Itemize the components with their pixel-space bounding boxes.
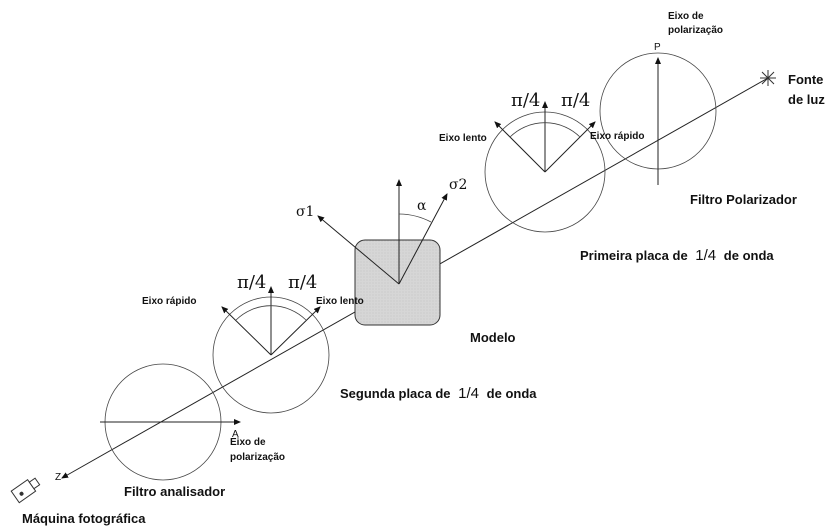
first-plate-prefix: Primeira placa de	[580, 248, 688, 263]
second-plate-prefix: Segunda placa de	[340, 386, 451, 401]
label-polarization-axis-bottom-2: polarização	[230, 452, 285, 463]
label-filtro-polarizador: Filtro Polarizador	[690, 192, 797, 207]
label-second-slow-axis: Eixo lento	[316, 296, 364, 307]
label-fonte: Fonte	[788, 72, 823, 87]
label-pi4-second-right: π/4	[288, 272, 317, 293]
label-a-axis: A	[232, 429, 239, 440]
label-alpha: α	[417, 198, 427, 214]
first-plate-slow-axis	[494, 121, 546, 173]
label-pi4-second-left: π/4	[237, 272, 266, 293]
label-pi4-first-right: π/4	[561, 90, 590, 111]
alpha-arc	[398, 213, 432, 223]
first-plate-quarter: 1/4	[695, 247, 716, 264]
second-plate-suffix: de onda	[487, 386, 538, 401]
light-source-icon	[760, 70, 776, 86]
label-polarization-axis-top-2: polarização	[668, 25, 723, 36]
second-plate-slow-axis	[270, 306, 321, 356]
second-plate-angle-arc	[235, 305, 307, 321]
first-plate-fast-axis	[544, 121, 596, 173]
first-plate-suffix: de onda	[724, 248, 775, 263]
label-second-plate: Segunda placa de 1/4 de onda	[340, 385, 537, 402]
sigma2-axis	[398, 193, 448, 285]
label-polarization-axis-top-1: Eixo de	[668, 11, 704, 22]
label-sigma2: σ2	[449, 177, 467, 193]
second-plate-fast-axis	[221, 306, 272, 356]
label-p-axis: P	[654, 42, 661, 53]
label-first-fast-axis: Eixo rápido	[590, 131, 644, 142]
label-z-axis: Z	[55, 472, 61, 483]
label-second-fast-axis: Eixo rápido	[142, 296, 196, 307]
label-maquina-fotografica: Máquina fotográfica	[22, 511, 146, 526]
first-plate-angle-arc	[509, 122, 581, 138]
label-de-luz: de luz	[788, 92, 825, 107]
second-plate-quarter: 1/4	[458, 385, 479, 402]
label-polarization-axis-bottom-1: Eixo de	[230, 437, 266, 448]
label-modelo: Modelo	[470, 330, 516, 345]
label-first-slow-axis: Eixo lento	[439, 133, 487, 144]
sigma1-axis	[317, 215, 400, 285]
camera-icon	[10, 477, 41, 504]
label-pi4-first-left: π/4	[511, 90, 540, 111]
label-sigma1: σ1	[296, 204, 314, 220]
label-filtro-analisador: Filtro analisador	[124, 484, 225, 499]
label-first-plate: Primeira placa de 1/4 de onda	[580, 247, 774, 264]
